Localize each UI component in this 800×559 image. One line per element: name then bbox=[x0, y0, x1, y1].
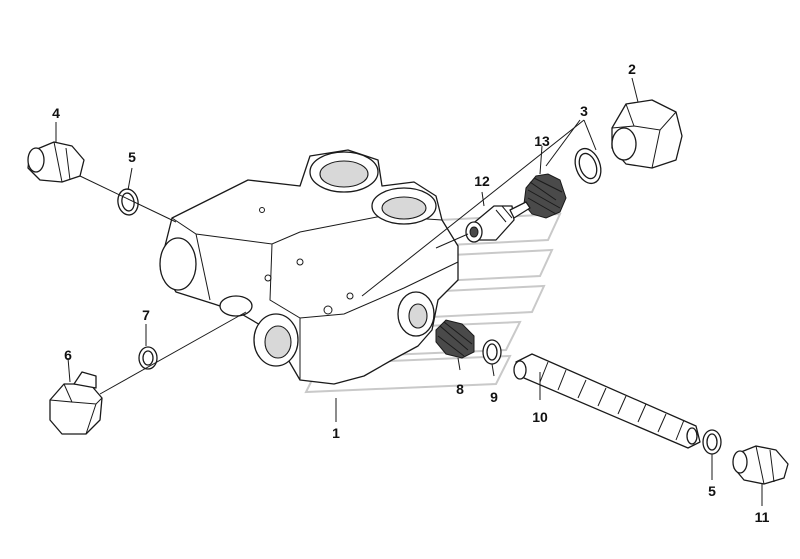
spring-part-8 bbox=[435, 319, 475, 359]
callout-3: 3 bbox=[580, 103, 588, 119]
callout-7: 7 bbox=[142, 307, 150, 323]
o-ring-part-3 bbox=[574, 147, 602, 185]
o-ring-part-5-lower bbox=[702, 429, 722, 455]
o-ring-part-9 bbox=[482, 339, 502, 365]
callout-6: 6 bbox=[64, 347, 72, 363]
callout-labels: 1 2 3 4 5 6 7 8 9 10 5 11 12 13 bbox=[52, 61, 770, 525]
plug-part-6 bbox=[49, 371, 103, 435]
plug-part-2 bbox=[611, 99, 683, 169]
callout-5-upper: 5 bbox=[128, 149, 136, 165]
o-ring-part-5-upper bbox=[117, 188, 139, 216]
callout-2: 2 bbox=[628, 61, 636, 77]
fitting-part-4 bbox=[27, 141, 85, 183]
spool-part-10 bbox=[513, 353, 701, 449]
callout-12: 12 bbox=[474, 173, 490, 189]
callout-1: 1 bbox=[332, 425, 340, 441]
callout-5-lower: 5 bbox=[708, 483, 716, 499]
callout-11: 11 bbox=[755, 509, 770, 525]
callout-10: 10 bbox=[532, 409, 548, 425]
valve-body bbox=[159, 149, 459, 385]
callout-4: 4 bbox=[52, 105, 60, 121]
callout-8: 8 bbox=[456, 381, 464, 397]
valve-seat-part-12 bbox=[465, 201, 531, 243]
callout-9: 9 bbox=[490, 389, 498, 405]
o-ring-part-7 bbox=[138, 346, 158, 370]
leader-lines bbox=[55, 77, 763, 506]
fitting-part-11 bbox=[732, 445, 789, 485]
callout-13: 13 bbox=[534, 133, 550, 149]
spring-part-13 bbox=[523, 173, 567, 219]
